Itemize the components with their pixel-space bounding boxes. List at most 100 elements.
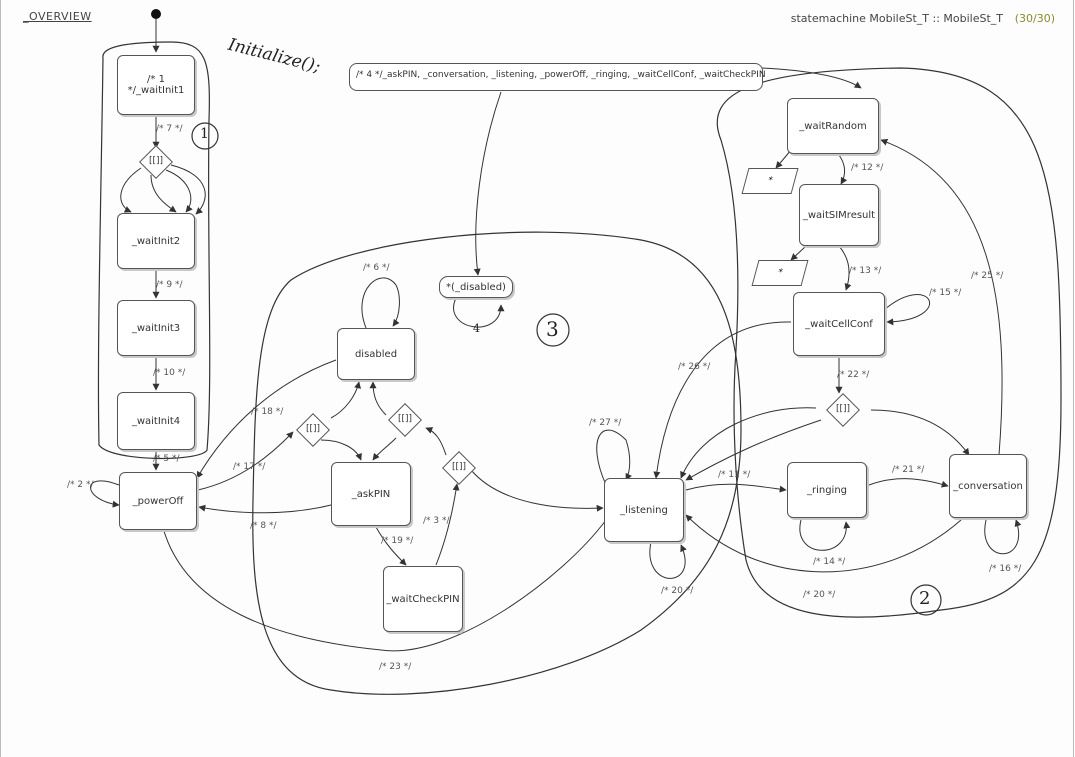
transition-label-8: /* 8 */ [250, 521, 277, 531]
transition-label-19: /* 19 */ [381, 536, 414, 546]
arrow-c2-askpin [320, 439, 362, 461]
transition-label-13: /* 13 */ [849, 266, 882, 276]
statemachine-title: statemachine MobileSt_T :: MobileSt_T [790, 12, 1003, 25]
state-disabled-sub[interactable]: *(_disabled) [439, 276, 513, 298]
state-label: _waitRandom [799, 120, 867, 132]
handwritten-region-1: 1 [200, 126, 209, 142]
state-label: _waitCellConf [805, 318, 873, 330]
transition-label-18: /* 18 */ [251, 407, 284, 417]
arrow-t6 [361, 277, 400, 329]
arrow-t25 [880, 138, 1003, 456]
transition-label-12: /* 12 */ [851, 163, 884, 173]
arrow-choice1-init2-d [170, 164, 206, 215]
arrow-t26 [653, 321, 792, 479]
state-waitrandom[interactable]: _waitRandom [787, 98, 879, 154]
state-waitinit4[interactable]: _waitInit4 [117, 392, 195, 450]
state-label: /* 1 */_waitInit1 [127, 74, 185, 96]
state-waitinit2[interactable]: _waitInit2 [117, 213, 195, 269]
state-ringing[interactable]: _ringing [787, 462, 867, 518]
transition-label-27: /* 27 */ [589, 418, 622, 428]
arrow-t3 [435, 483, 460, 566]
region-outline-2 [716, 67, 1062, 618]
arrow-c4-c3 [425, 427, 447, 456]
state-poweroff[interactable]: _powerOff [119, 472, 197, 530]
arrow-t16 [984, 519, 1022, 555]
state-label: _askPIN [351, 488, 391, 500]
transition-label-10a: /* 10 */ [153, 368, 186, 378]
arrow-c4-listening [470, 469, 604, 512]
arrow-c5-conv [870, 409, 970, 456]
arrow-t20a [649, 541, 687, 579]
state-label: _ringing [806, 484, 848, 496]
choice-label: [[]] [305, 424, 321, 434]
transition-label-7: /* 7 */ [156, 124, 183, 134]
note-text: /* 4 */_askPIN, _conversation, _listenin… [356, 70, 766, 80]
state-listening[interactable]: _listening [604, 478, 684, 542]
state-label: _listening [620, 504, 668, 516]
state-label: disabled [354, 348, 398, 360]
transition-label-15: /* 15 */ [929, 288, 962, 298]
transition-label-22: /* 22 */ [837, 370, 870, 380]
output-parallelogram-1[interactable]: * [741, 168, 799, 194]
transition-label-20a: /* 20 */ [661, 586, 694, 596]
state-waitcheckpin[interactable]: _waitCheckPIN [383, 566, 463, 632]
para-label: * [766, 176, 774, 186]
handwritten-region-3: 3 [546, 317, 559, 341]
arrow-c2-disabled [330, 381, 361, 419]
choice-label: [[]] [397, 414, 413, 424]
arrow-t27 [596, 429, 632, 486]
transition-label-3: /* 3 */ [423, 516, 450, 526]
transition-label-2: /* 2 */ [67, 480, 94, 490]
transition-label-21: /* 21 */ [892, 465, 925, 475]
region-circle-1 [191, 122, 219, 150]
arrow-note-disabled [473, 91, 502, 276]
arrow-waitsim-para [790, 245, 807, 261]
transition-label-6: /* 6 */ [363, 263, 390, 273]
state-waitsimresult[interactable]: _waitSIMresult [799, 184, 879, 246]
state-conversation[interactable]: _conversation [949, 454, 1027, 518]
arrow-waitrandom-para [775, 149, 792, 169]
arrow-t17 [197, 431, 294, 491]
choice-label: [[]] [835, 404, 851, 414]
handwritten-region-2: 2 [919, 588, 931, 609]
handwritten-loop-4: 4 [473, 322, 480, 335]
initial-state-dot [151, 9, 161, 19]
arrow-t21 [868, 478, 949, 488]
arrow-t18 [196, 359, 337, 479]
transition-label-20b: /* 20 */ [803, 590, 836, 600]
arrow-t12 [838, 154, 848, 185]
arrow-choice1-init2-c [165, 169, 193, 213]
arrow-choice1-init2-a [120, 167, 142, 213]
state-disabled[interactable]: disabled [337, 328, 415, 380]
transition-label-25: /* 25 */ [971, 271, 1004, 281]
arrow-c5-listening-b [685, 419, 822, 481]
state-label: *(_disabled) [446, 281, 506, 293]
transition-label-11: /* 11 */ [718, 470, 751, 480]
output-parallelogram-2[interactable]: * [751, 260, 809, 286]
state-waitinit3[interactable]: _waitInit3 [117, 300, 195, 356]
arrow-t23 [158, 519, 607, 652]
transition-label-23: /* 23 */ [379, 662, 412, 672]
arrow-t20b [685, 514, 962, 573]
transition-label-9: /* 9 */ [156, 280, 183, 290]
history-note[interactable]: /* 4 */_askPIN, _conversation, _listenin… [349, 63, 766, 91]
arrow-t13 [838, 245, 852, 291]
region-circle-2 [910, 584, 942, 616]
state-waitinit1[interactable]: /* 1 */_waitInit1 [117, 55, 195, 115]
region-circle-3 [536, 313, 570, 347]
arrow-choice1-init2-b [150, 174, 177, 213]
overview-link[interactable]: _OVERVIEW [23, 10, 92, 23]
state-label: _powerOff [132, 495, 184, 507]
state-waitcellconf[interactable]: _waitCellConf [793, 292, 885, 356]
state-askpin[interactable]: _askPIN [331, 462, 411, 526]
arrow-loop4 [453, 297, 505, 328]
state-label: _waitInit2 [131, 235, 181, 247]
arrow-t15 [883, 294, 931, 326]
transition-label-26: /* 26 */ [678, 362, 711, 372]
arrow-t14 [799, 519, 851, 551]
region-outline-1 [97, 41, 211, 459]
arrow-c5-listening [680, 407, 817, 479]
para-label: * [776, 268, 784, 278]
